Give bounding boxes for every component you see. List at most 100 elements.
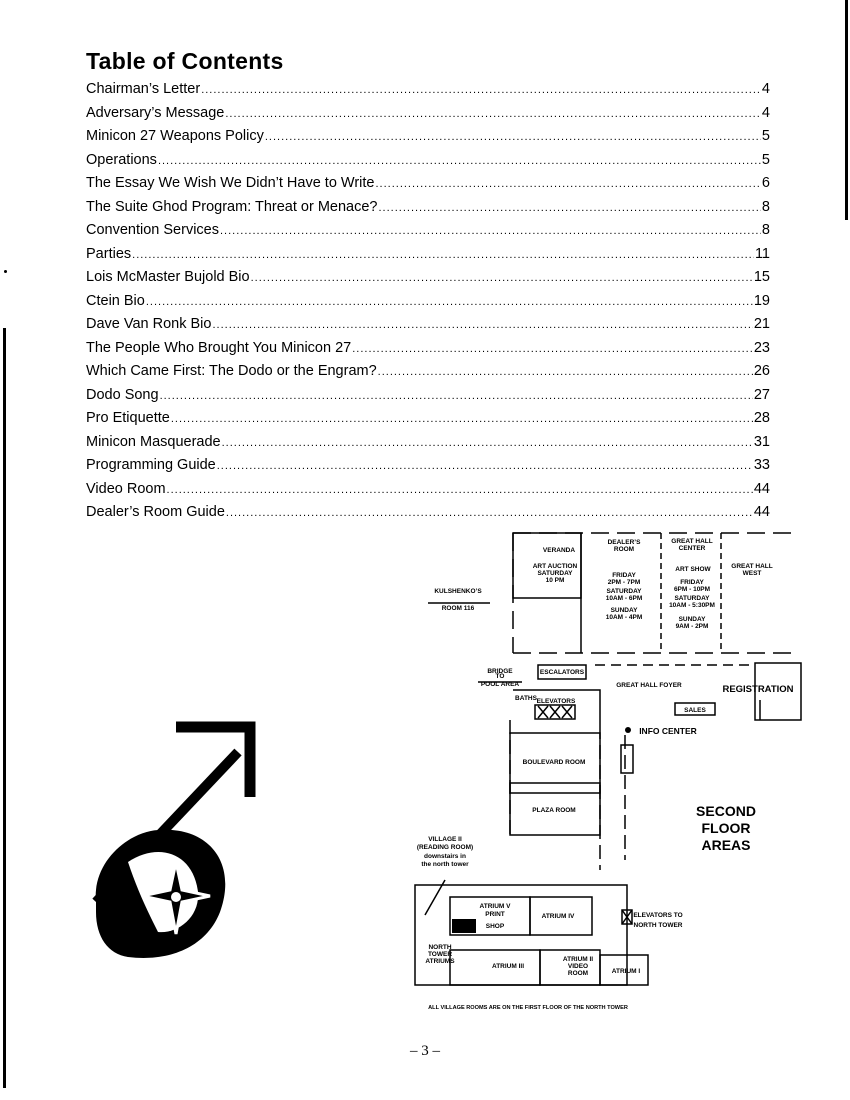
toc-entry-page: 5	[761, 128, 770, 144]
toc-entry-title: Dodo Song	[86, 386, 159, 403]
map-label: NORTH TOWER	[634, 922, 683, 929]
toc-entry: Minicon 27 Weapons Policy 5	[86, 126, 770, 150]
map-label: SUNDAY	[611, 607, 639, 614]
toc-entry: Ctein Bio19	[86, 291, 770, 315]
toc-entry-page: 4	[761, 104, 770, 121]
map-label: ESCALATORS	[540, 669, 585, 676]
north-elevator-box	[621, 909, 633, 925]
toc-entry: Operations 5	[86, 150, 770, 174]
toc-entry-page: 33	[753, 457, 770, 473]
toc-entry-title: The People Who Brought You Minicon 27	[86, 339, 352, 356]
toc-entry: Parties11	[86, 244, 770, 268]
toc-entry-page: 6	[761, 175, 770, 191]
registration-label: REGISTRATION	[722, 684, 793, 695]
toc-entry-page: 8	[761, 222, 770, 238]
map-footnote: ALL VILLAGE ROOMS ARE ON THE FIRST FLOOR…	[428, 1005, 628, 1011]
map-label: ROOM	[568, 970, 588, 977]
toc-entry-title: Minicon 27 Weapons Policy	[86, 128, 264, 144]
map-label: SATURDAY	[674, 595, 710, 602]
map-label: 2PM - 7PM	[608, 579, 641, 586]
elevator-block	[513, 689, 601, 725]
toc-leader-dots	[251, 268, 753, 288]
atrium-iv	[529, 896, 593, 936]
toc-entry-page: 44	[753, 504, 770, 520]
map-label: CENTER	[679, 545, 706, 552]
map-label: TOWER	[428, 951, 452, 958]
map-label: ATRIUM I	[612, 968, 641, 975]
map-label: ROOM	[614, 546, 634, 553]
page-title: Table of Contents	[86, 48, 284, 74]
toc-entry-title: Chairman’s Letter	[86, 81, 201, 97]
village-arrow	[424, 879, 446, 916]
toc-entry-page: 44	[753, 480, 770, 497]
toc-entry: Minicon Masquerade 31	[86, 432, 770, 456]
registration-area	[754, 662, 802, 721]
map-label: DEALER’S	[608, 539, 642, 546]
sales-box	[674, 702, 716, 716]
map-label: 6PM - 10PM	[674, 586, 710, 593]
toc-entry-page: 4	[761, 81, 770, 97]
toc-entry-title: Programming Guide	[86, 457, 216, 473]
toc-entry-page: 23	[753, 339, 770, 356]
toc-entry-title: Lois McMaster Bujold Bio	[86, 269, 250, 285]
toc-entry: The People Who Brought You Minicon 27 23	[86, 338, 770, 362]
toc-entry: Convention Services 8	[86, 220, 770, 244]
toc-entry-title: Operations	[86, 151, 157, 168]
toc-entry-page: 21	[753, 316, 770, 332]
toc-leader-dots	[212, 315, 752, 335]
map-label: 10 PM	[546, 577, 565, 584]
map-label: VIDEO	[568, 963, 588, 970]
toc-leader-dots	[146, 292, 753, 312]
toc-leader-dots	[201, 80, 761, 100]
map-label: ART AUCTION	[533, 563, 578, 570]
map-label: 10AM - 5:30PM	[669, 602, 715, 609]
map-label: the north tower	[421, 861, 469, 868]
logo-star-center	[171, 892, 181, 902]
toc-entry-title: Parties	[86, 245, 132, 262]
scan-speck	[4, 270, 7, 273]
toc-leader-dots	[160, 386, 753, 406]
toc-entry-page: 5	[761, 151, 770, 168]
toc-leader-dots	[220, 221, 761, 241]
toc-entry-title: Dave Van Ronk Bio	[86, 316, 212, 332]
toc-entry: Lois McMaster Bujold Bio15	[86, 267, 770, 291]
toc-entry-page: 31	[753, 433, 770, 450]
toc-leader-dots	[379, 198, 761, 218]
map-label: TO	[496, 673, 505, 680]
map-label: ART SHOW	[675, 566, 711, 573]
scan-edge-left	[3, 328, 6, 1088]
toc-entry: Dave Van Ronk Bio 21	[86, 314, 770, 338]
toc-entry-title: Minicon Masquerade	[86, 433, 221, 450]
map-label: 10AM - 6PM	[606, 595, 642, 602]
toc-entry: Chairman’s Letter 4	[86, 79, 770, 103]
toc-entry-title: The Essay We Wish We Didn’t Have to Writ…	[86, 175, 375, 191]
map-label: ROOM 116	[442, 605, 475, 612]
map-label: GREAT HALL FOYER	[616, 682, 682, 689]
map-label: GREAT HALL	[671, 538, 712, 545]
toc-entry-title: Convention Services	[86, 222, 219, 238]
toc-entry-page: 8	[761, 198, 770, 215]
map-label: SATURDAY	[606, 588, 642, 595]
toc-entry: Adversary’s Message4	[86, 103, 770, 127]
toc-leader-dots	[225, 104, 761, 124]
toc-leader-dots	[226, 503, 753, 523]
map-label: ELEVATORS	[537, 698, 576, 705]
toc-entry: Pro Etiquette28	[86, 408, 770, 432]
toc-leader-dots	[352, 339, 753, 359]
second-floor-label-1: SECOND	[696, 803, 756, 819]
page-number: – 3 –	[410, 1043, 440, 1059]
map-label: BATHS	[515, 695, 538, 702]
map-label: ATRIUM III	[492, 963, 524, 970]
scan-edge-right	[845, 0, 848, 220]
map-label: ELEVATORS TO	[633, 912, 682, 919]
map-label: SATURDAY	[537, 570, 573, 577]
map-label: PRINT	[485, 911, 505, 918]
map-label: 9AM - 2PM	[676, 623, 709, 630]
map-label: downstairs in	[424, 853, 466, 860]
map-label: PLAZA ROOM	[532, 807, 575, 814]
map-label: (READING ROOM)	[417, 844, 473, 851]
map-label: BRIDGE	[487, 668, 513, 675]
map-label: WEST	[743, 570, 762, 577]
map-label: ATRIUM II	[563, 956, 593, 963]
